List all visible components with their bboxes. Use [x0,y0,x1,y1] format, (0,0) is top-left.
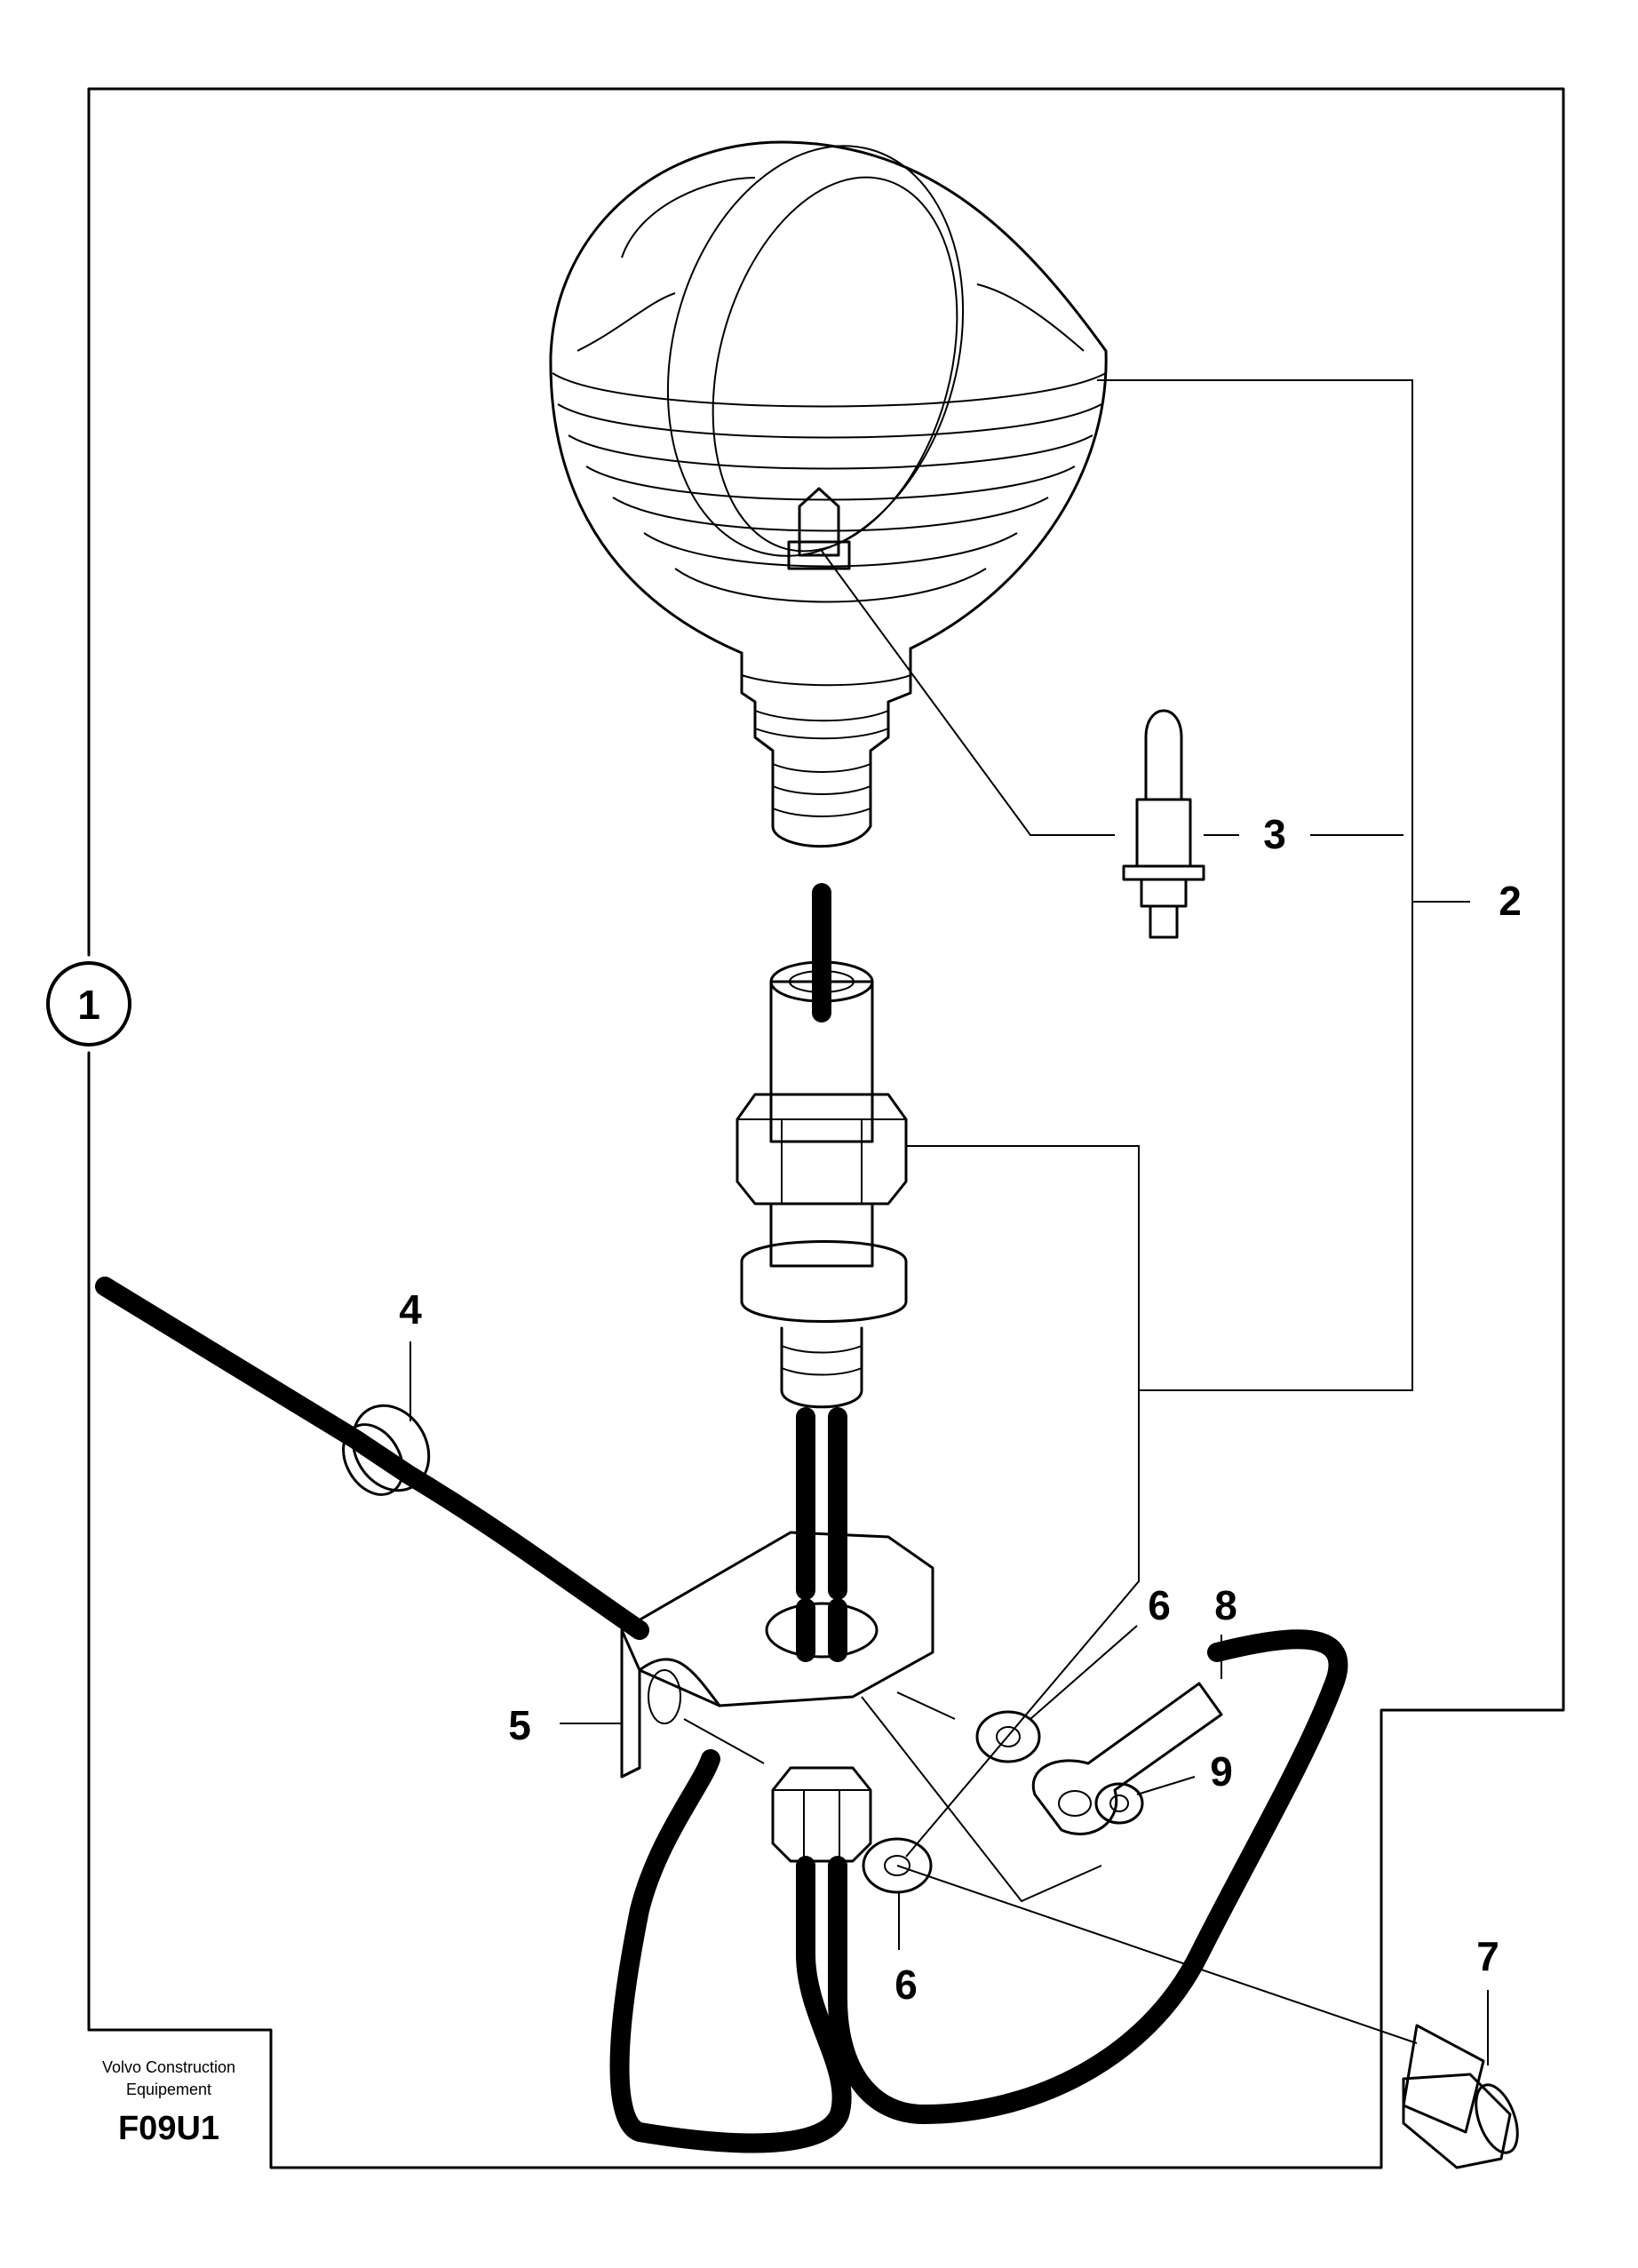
callout-8[interactable]: 8 [1214,1582,1237,1628]
washer-lower[interactable] [862,1837,933,1894]
assembly-frame [87,87,1565,2169]
callout-1-label: 1 [77,982,100,1028]
grommet[interactable] [331,1392,444,1506]
figure-code: F09U1 [118,2110,219,2147]
beacon-lamp[interactable] [549,113,1108,655]
mounting-bracket[interactable] [620,1531,934,1779]
washer-upper[interactable] [975,1710,1041,1763]
halogen-bulb[interactable] [1122,709,1205,939]
callout-7[interactable]: 7 [1476,1933,1499,1979]
bolt[interactable] [1402,2024,1525,2169]
leader-lines [410,379,1489,2065]
cable-loop-left [609,1749,852,2153]
company-name-line1: Volvo Construction [102,2058,235,2076]
callout-2[interactable]: 2 [1499,878,1522,924]
mount-sleeve[interactable] [736,960,908,1409]
callout-3[interactable]: 3 [1263,811,1286,857]
callout-6-upper[interactable]: 6 [1148,1582,1171,1628]
callout-9[interactable]: 9 [1210,1748,1233,1795]
callout-1[interactable]: 1 [46,961,131,1046]
incoming-cable [95,1277,649,1640]
cable-loop-right [828,1629,1348,2124]
ground-cable-eyelet[interactable] [1031,1682,1223,1835]
callout-4[interactable]: 4 [399,1286,422,1333]
bracket-nut[interactable] [771,1766,872,1863]
callout-5[interactable]: 5 [508,1702,531,1748]
beacon-neck [740,647,912,848]
washer-small[interactable] [1094,1782,1144,1825]
company-name-line2: Equipement [126,2081,211,2098]
callout-6-lower[interactable]: 6 [895,1962,918,2008]
